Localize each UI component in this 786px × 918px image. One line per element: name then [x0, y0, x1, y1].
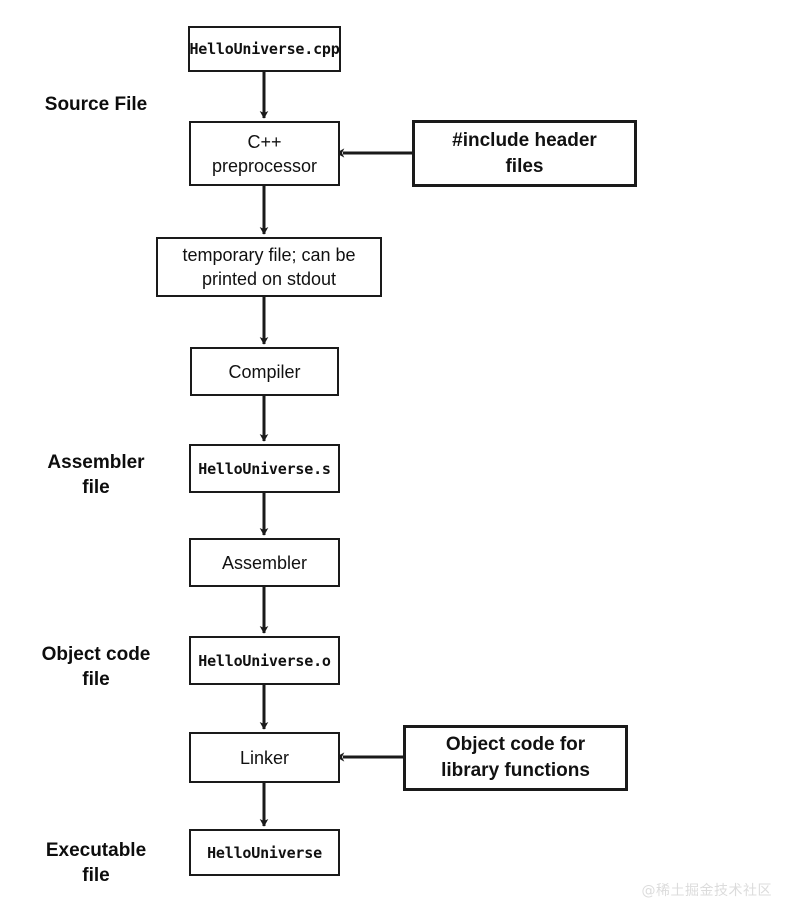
node-library-object: Object code for library functions [403, 725, 628, 791]
node-source-cpp-label: HelloUniverse.cpp [189, 40, 340, 58]
node-linker: Linker [189, 732, 340, 783]
node-executable-label: HelloUniverse [207, 843, 322, 862]
node-include-headers: #include header files [412, 120, 637, 187]
node-library-object-label: Object code for library functions [441, 734, 590, 781]
node-assembler: Assembler [189, 538, 340, 587]
node-temp-file: temporary file; can be printed on stdout [156, 237, 382, 297]
edge-layer [259, 72, 412, 827]
node-executable: HelloUniverse [189, 829, 340, 876]
node-assembler-label: Assembler [221, 552, 308, 573]
node-include-headers-label: #include header files [452, 129, 597, 177]
node-source-cpp: HelloUniverse.cpp [188, 26, 341, 72]
node-linker-label: Linker [239, 747, 290, 768]
node-preprocessor-label: C++ preprocessor [211, 131, 318, 176]
stage-label-source-file: Source File [44, 94, 148, 115]
stage-label-object-code-file: Object code file [41, 644, 151, 690]
stage-label-executable-file: Executable file [45, 840, 147, 886]
watermark: @稀土掘金技术社区 [641, 883, 772, 899]
node-compiler: Compiler [190, 347, 339, 396]
node-assembly-s-label: HelloUniverse.s [198, 459, 331, 478]
node-object-o-label: HelloUniverse.o [198, 651, 331, 670]
node-assembly-s: HelloUniverse.s [189, 444, 340, 493]
node-preprocessor: C++ preprocessor [189, 121, 340, 186]
node-temp-file-label: temporary file; can be printed on stdout [182, 245, 356, 289]
node-object-o: HelloUniverse.o [189, 636, 340, 685]
node-compiler-label: Compiler [228, 361, 301, 382]
stage-label-assembler-file: Assembler file [47, 452, 145, 498]
